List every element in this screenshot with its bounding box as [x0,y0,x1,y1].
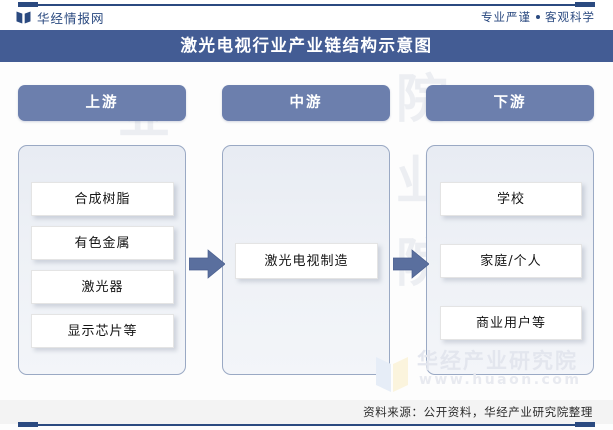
brand-slogan: 专业严谨 客观科学 [481,9,595,25]
title-band: 激光电视行业产业链结构示意图 [0,30,613,62]
top-rule [18,4,595,6]
bottom-rule-left-cap [18,422,38,427]
stage-panel-upstream: 合成树脂 有色金属 激光器 显示芯片等 [18,145,186,375]
top-rule-right-cap [575,2,595,7]
list-item[interactable]: 合成树脂 [31,182,174,216]
page-title: 激光电视行业产业链结构示意图 [180,36,433,55]
list-item[interactable]: 家庭/个人 [440,244,582,278]
list-item[interactable]: 商业用户等 [440,306,582,340]
slogan-right: 客观科学 [545,12,595,24]
slogan-dot-icon [536,14,540,19]
footer-band [0,400,613,424]
stage-header-downstream[interactable]: 下游 [426,85,594,121]
list-item[interactable]: 激光器 [31,270,174,304]
list-item[interactable]: 学校 [440,182,582,216]
right-arrow-icon [188,249,226,279]
brand-bar: 华经情报网 专业严谨 客观科学 [0,0,613,30]
source-note: 资料来源：公开资料，华经产业研究院整理 [363,405,593,419]
bottom-rule [18,424,595,426]
brand-logo: 华经情报网 [16,8,105,27]
list-item[interactable]: 激光电视制造 [235,243,378,279]
bottom-rule-right-cap [575,422,595,427]
top-rule-left-cap [18,2,38,7]
brand-name: 华经情报网 [37,12,105,26]
stage-header-upstream[interactable]: 上游 [18,85,186,121]
stage-header-midstream[interactable]: 中游 [222,85,390,121]
stage-panel-downstream: 学校 家庭/个人 商业用户等 [426,145,594,375]
list-item[interactable]: 显示芯片等 [31,314,174,348]
stage-panel-midstream: 激光电视制造 [222,145,390,375]
slogan-left: 专业严谨 [481,12,531,24]
right-arrow-icon [392,249,430,279]
list-item[interactable]: 有色金属 [31,226,174,260]
open-book-icon [16,11,31,24]
